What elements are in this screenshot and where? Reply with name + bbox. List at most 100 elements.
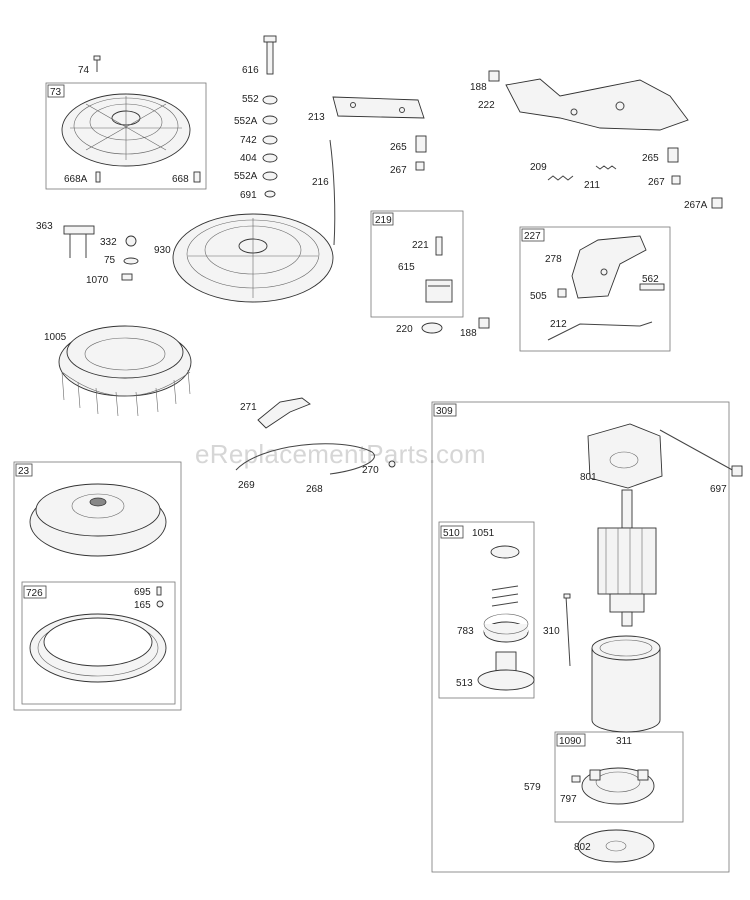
part-332-nut [125, 235, 137, 247]
label-220: 220 [396, 324, 413, 335]
part-1090-brush-holder [581, 767, 655, 805]
part-216-link-rod [329, 139, 336, 246]
part-513-drive-nut [477, 651, 535, 691]
label-212: 212 [550, 319, 567, 330]
part-310-through-bolt [563, 593, 571, 667]
label-615: 615 [398, 262, 415, 273]
box-510-drive-assembly: 510 [438, 521, 535, 699]
part-797-screw [571, 775, 581, 783]
box-219-governor: 219 [370, 210, 464, 318]
label-552: 552 [242, 94, 259, 105]
part-165-nut [156, 600, 164, 608]
label-265b: 265 [642, 153, 659, 164]
label-930: 930 [154, 245, 171, 256]
part-271-lever [257, 397, 311, 429]
label-1051: 1051 [472, 528, 495, 539]
part-267-screw [415, 161, 425, 171]
part-1051-cap [490, 545, 520, 559]
part-930-blower-housing [172, 213, 334, 303]
part-801-end-cap [587, 423, 663, 489]
label-802: 802 [574, 842, 591, 853]
label-221: 221 [412, 240, 429, 251]
part-188-nut [488, 70, 500, 82]
label-165: 165 [134, 600, 151, 611]
box-23-flywheel: 23 [13, 461, 182, 711]
label-74: 74 [78, 65, 90, 76]
part-615-gear [425, 279, 453, 303]
part-23-flywheel [29, 483, 167, 557]
svg-text:726: 726 [26, 588, 43, 599]
part-802-end-plate [577, 829, 655, 863]
svg-text:219: 219 [375, 215, 392, 226]
label-797: 797 [560, 794, 577, 805]
label-268: 268 [306, 484, 323, 495]
label-404: 404 [240, 153, 257, 164]
label-697: 697 [710, 484, 727, 495]
label-271: 271 [240, 402, 257, 413]
label-668a: 668A [64, 174, 88, 185]
label-209: 209 [530, 162, 547, 173]
label-269: 269 [238, 480, 255, 491]
label-265: 265 [390, 142, 407, 153]
part-265-spring [415, 135, 427, 153]
box-309-starter-motor: 309 [431, 401, 730, 873]
part-74-screw [93, 55, 101, 72]
part-505-clip [557, 288, 567, 298]
callout-labels: 74 668A 668 616 552 552A 742 404 552A 69… [36, 65, 727, 853]
label-579: 579 [524, 782, 541, 793]
label-616: 616 [242, 65, 259, 76]
svg-text:73: 73 [50, 87, 62, 98]
label-75: 75 [104, 255, 116, 266]
part-213-governor-lever [332, 96, 425, 119]
part-75-washer [123, 257, 139, 265]
label-695: 695 [134, 587, 151, 598]
label-270: 270 [362, 465, 379, 476]
label-267a: 267A [684, 200, 708, 211]
part-1070-screw [121, 273, 133, 281]
label-552a-1: 552A [234, 116, 258, 127]
label-513: 513 [456, 678, 473, 689]
label-216: 216 [312, 177, 329, 188]
part-227-bracket [571, 235, 647, 299]
part-220-washer [421, 322, 443, 334]
part-armature [597, 489, 657, 627]
label-801: 801 [580, 472, 597, 483]
label-1005: 1005 [44, 332, 67, 343]
part-221-pin [435, 236, 443, 256]
label-332: 332 [100, 237, 117, 248]
label-1070: 1070 [86, 275, 109, 286]
part-697-bolt [659, 429, 743, 477]
part-267A-screw [711, 197, 723, 209]
label-668: 668 [172, 174, 189, 185]
label-552a-2: 552A [234, 171, 258, 182]
label-742: 742 [240, 135, 257, 146]
label-267b: 267 [648, 177, 665, 188]
part-spring [491, 585, 519, 607]
part-211-spring [595, 165, 617, 170]
part-270-clip [388, 460, 396, 468]
label-222: 222 [478, 100, 495, 111]
part-188b-nut [478, 317, 490, 329]
label-188: 188 [470, 82, 487, 93]
label-783: 783 [457, 626, 474, 637]
label-505: 505 [530, 291, 547, 302]
label-278: 278 [545, 254, 562, 265]
label-213: 213 [308, 112, 325, 123]
part-695-screw [156, 586, 162, 596]
label-310: 310 [543, 626, 560, 637]
part-265b-clip [667, 147, 679, 163]
svg-text:23: 23 [18, 466, 30, 477]
box-227-control-bracket: 227 [519, 226, 671, 352]
svg-text:309: 309 [436, 406, 453, 417]
svg-text:510: 510 [443, 528, 460, 539]
part-268-wire [235, 443, 375, 475]
box-726-ring-gear: 726 [21, 581, 176, 705]
part-motor-housing [591, 635, 661, 733]
part-783-pinion-gear [483, 613, 529, 643]
label-363: 363 [36, 221, 53, 232]
part-212-link [547, 321, 653, 341]
label-211: 211 [584, 180, 600, 191]
part-209-spring [547, 175, 574, 181]
part-222-bracket [505, 78, 689, 131]
